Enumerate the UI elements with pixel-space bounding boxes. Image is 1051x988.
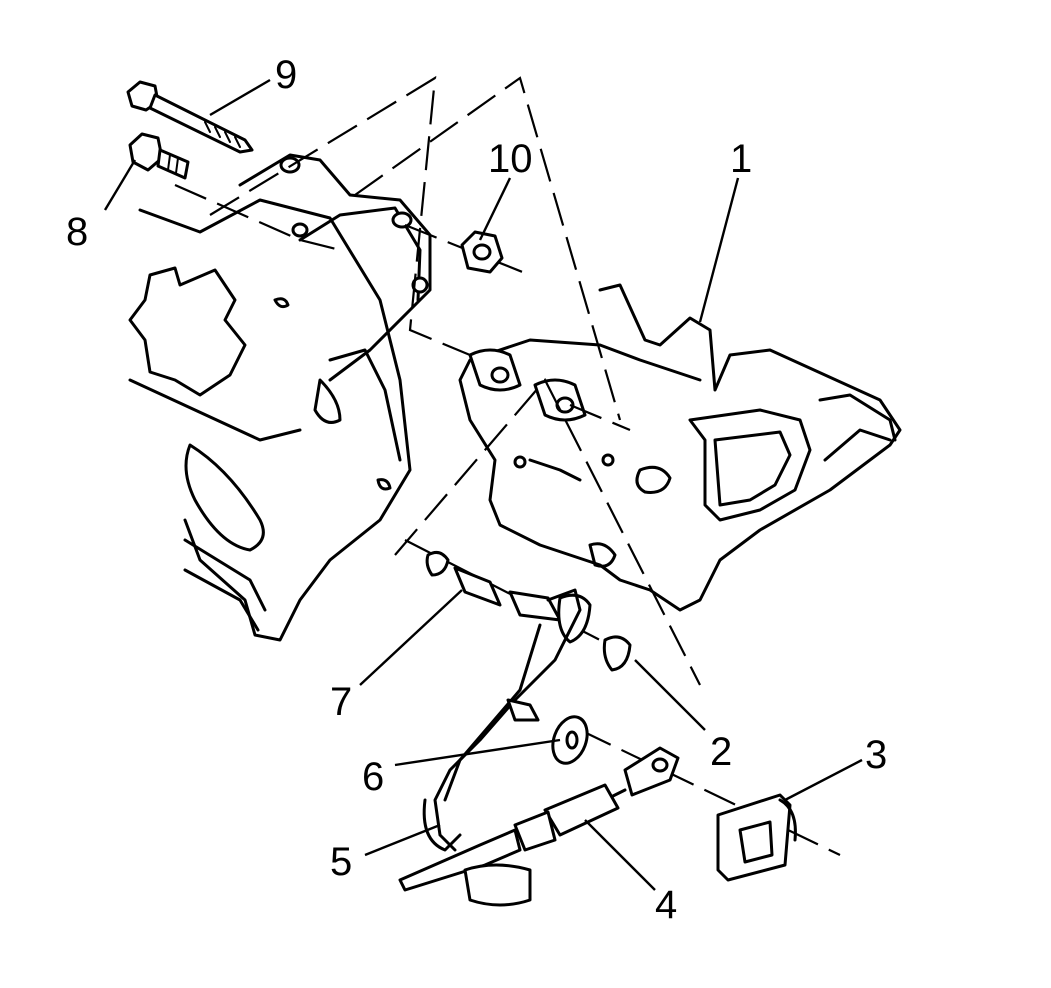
- callout-1: 1: [730, 137, 752, 181]
- callout-labels: 1 2 3 4 5 6 7 8 9 10: [66, 53, 887, 927]
- pedal-bracket-assembly: [458, 283, 902, 612]
- pedal-pivot-parts: [422, 550, 632, 852]
- washer-6: [551, 715, 589, 765]
- bolt-9: [126, 80, 254, 154]
- callout-5: 5: [330, 840, 352, 884]
- clutch-cable: [398, 746, 680, 907]
- callout-10: 10: [488, 137, 533, 181]
- upper-bracket: [238, 153, 432, 382]
- retainer-clip-3: [716, 793, 797, 882]
- leader-lines: [103, 78, 863, 891]
- nut-10: [460, 230, 504, 274]
- callout-3: 3: [865, 733, 887, 777]
- callout-9: 9: [275, 53, 297, 97]
- callout-7: 7: [330, 680, 352, 724]
- bell-housing: [128, 198, 412, 642]
- assembly-guide-lines: [174, 75, 841, 856]
- bolt-8: [128, 132, 190, 180]
- callout-6: 6: [362, 755, 384, 799]
- callout-2: 2: [710, 730, 732, 774]
- callout-4: 4: [655, 883, 677, 927]
- callout-8: 8: [66, 210, 88, 254]
